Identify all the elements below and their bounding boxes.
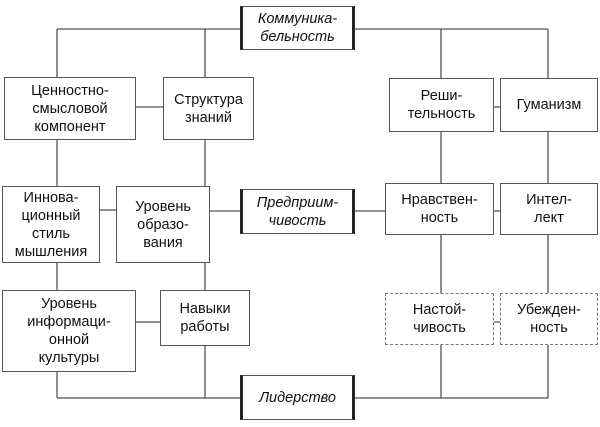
node-humanism: Гуманизм bbox=[500, 78, 598, 132]
node-decisiveness: Реши- тельность bbox=[389, 78, 494, 132]
node-info-culture: Уровень информаци- онной культуры bbox=[2, 290, 136, 372]
node-persistence: Настой- чивость bbox=[385, 293, 494, 345]
node-work-skills: Навыки работы bbox=[160, 290, 250, 346]
node-communicability: Коммуника- бельность bbox=[240, 6, 355, 50]
node-knowledge-structure: Структура знаний bbox=[163, 77, 254, 140]
node-morality: Нравствен- ность bbox=[385, 183, 494, 235]
node-leadership: Лидерство bbox=[240, 375, 355, 420]
node-intellect: Интел- лект bbox=[500, 183, 598, 235]
node-enterprise: Предприим- чивость bbox=[240, 189, 355, 234]
node-value-meaning: Ценностно- смысловой компонент bbox=[4, 77, 136, 140]
node-innovative-style: Иннова- ционный стиль мышления bbox=[2, 186, 100, 263]
node-conviction: Убежден- ность bbox=[500, 293, 598, 345]
node-education-level: Уровень образо- вания bbox=[116, 186, 210, 263]
